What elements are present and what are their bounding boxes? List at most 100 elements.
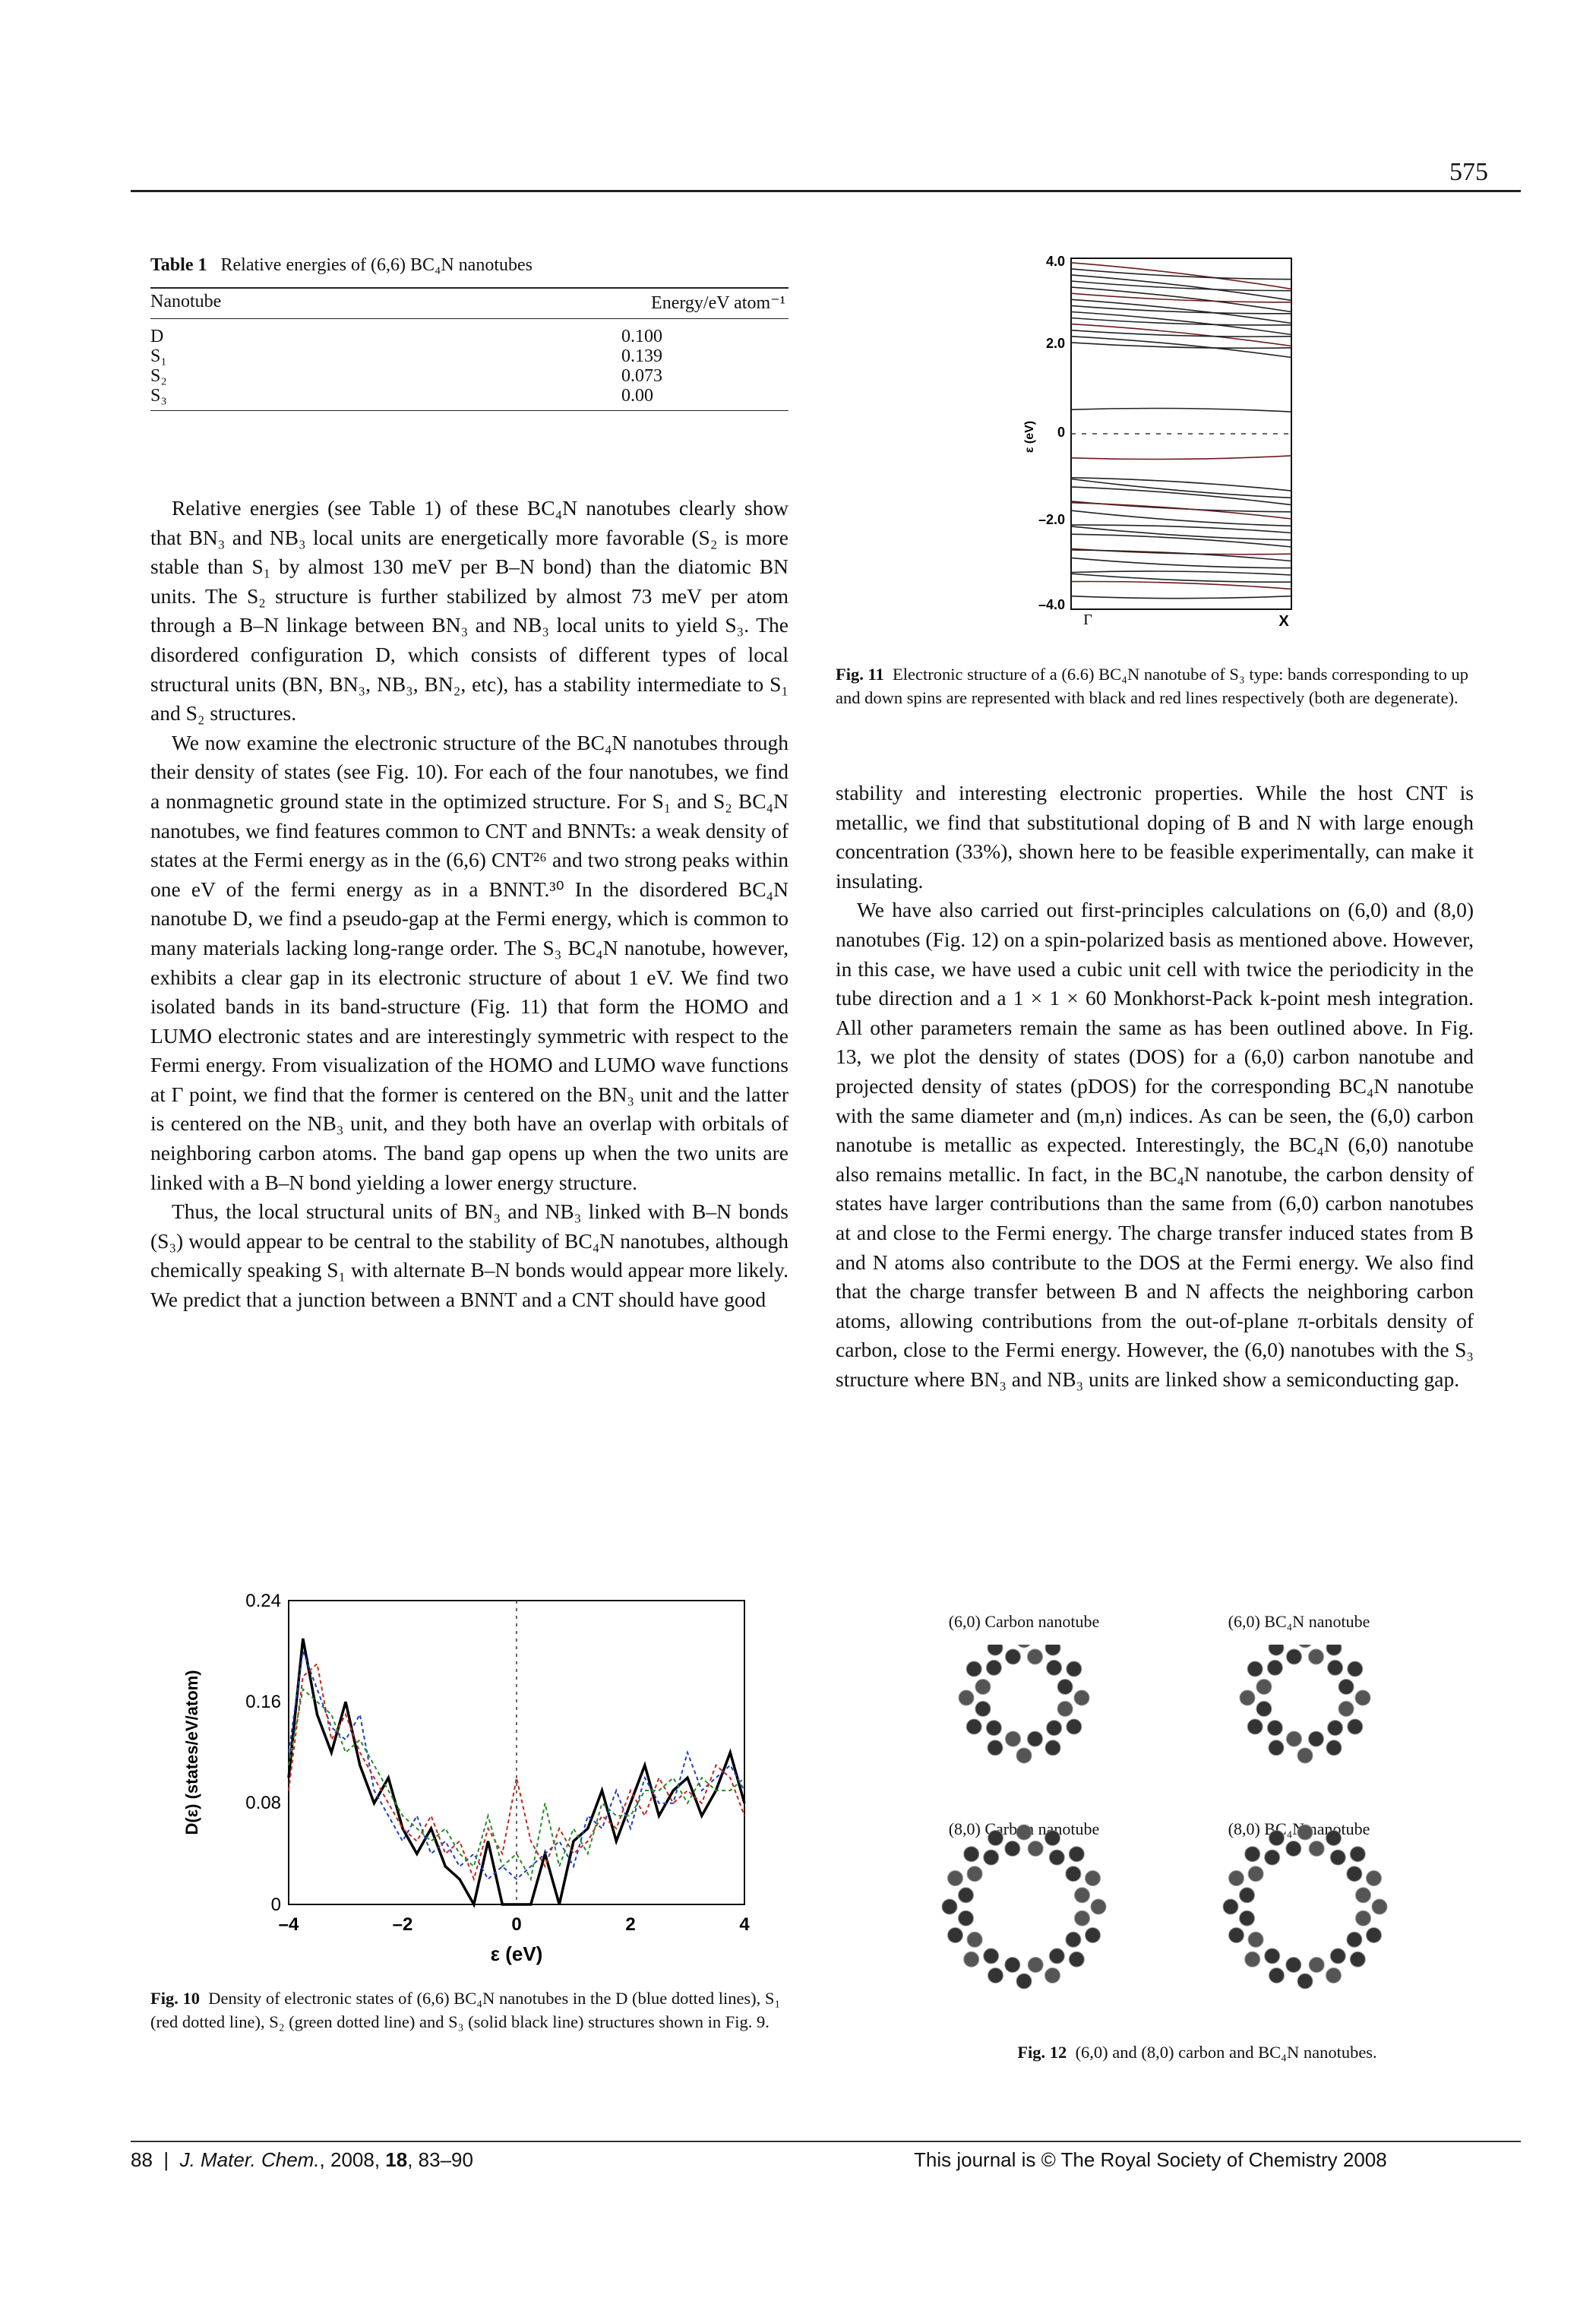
atom-sphere	[958, 1887, 974, 1904]
atom-sphere	[1256, 1679, 1272, 1695]
atom-sphere	[963, 1846, 980, 1863]
fig10-ytick: 0	[271, 1895, 281, 1915]
footer-copyright: This journal is © The Royal Society of C…	[914, 2148, 1387, 2171]
atom-sphere	[1016, 1824, 1032, 1841]
atom-sphere	[1004, 1957, 1021, 1973]
band-line	[1070, 342, 1292, 349]
atom-sphere	[1068, 1951, 1085, 1967]
atom-sphere	[983, 1948, 1000, 1964]
fig11-ylabel: ε (eV)	[1023, 421, 1036, 453]
atom-sphere	[1045, 1645, 1061, 1656]
fig10-xtick: –2	[393, 1914, 413, 1935]
atom-sphere	[1048, 1849, 1065, 1866]
table-cell: 0.139	[621, 346, 662, 366]
atom-sphere	[1016, 1973, 1032, 1990]
fig11-ytick: 0	[1057, 425, 1065, 440]
band-line	[1070, 486, 1292, 506]
fig10-caption-text: Density of electronic states of (6,6) BC…	[150, 1989, 781, 2031]
atom-sphere	[1338, 1701, 1354, 1717]
atom-sphere	[1371, 1898, 1388, 1915]
fig11-xtick: Γ	[1083, 612, 1092, 628]
atom-sphere	[966, 1718, 982, 1735]
atom-sphere	[1326, 1740, 1342, 1756]
paragraph: We now examine the electronic structure …	[150, 730, 789, 1194]
atom-sphere	[987, 1645, 1003, 1656]
table1: Nanotube Energy/eV atom⁻¹ D S₁ S₂ S₃ 0.1…	[150, 287, 789, 411]
table-body: D S₁ S₂ S₃ 0.100 0.139 0.073 0.00	[150, 319, 789, 410]
atom-sphere	[1247, 1718, 1263, 1735]
fig10-ytick: 0.08	[245, 1793, 281, 1813]
band-line	[1070, 305, 1292, 314]
atom-sphere	[1074, 1910, 1090, 1926]
atom-sphere	[1085, 1927, 1101, 1943]
atom-sphere	[1366, 1870, 1382, 1886]
atom-sphere	[1045, 1967, 1060, 1983]
band-line	[1070, 501, 1292, 513]
atom-sphere	[941, 1898, 958, 1915]
atom-sphere	[1308, 1957, 1325, 1973]
atom-sphere	[1329, 1948, 1346, 1964]
atom-sphere	[1269, 1967, 1285, 1983]
atom-sphere	[1247, 1866, 1264, 1882]
atom-sphere	[1065, 1931, 1082, 1948]
atom-sphere	[1256, 1701, 1272, 1717]
fig10-xtick: –4	[279, 1914, 299, 1935]
atom-sphere	[1264, 1849, 1281, 1866]
atom-sphere	[1308, 1841, 1325, 1857]
fig10-ytick: 0.24	[245, 1591, 281, 1611]
fig11-xtick: X	[1278, 613, 1289, 630]
atom-sphere	[1308, 1648, 1324, 1665]
band-line	[1070, 501, 1292, 520]
paragraph: Relative energies (see Table 1) of these…	[150, 496, 789, 725]
band-line	[1070, 268, 1292, 280]
table-cell: S₁	[150, 346, 167, 366]
table-header-row: Nanotube Energy/eV atom⁻¹	[150, 289, 789, 318]
atom-sphere	[1239, 1910, 1255, 1926]
atom-sphere	[1090, 1898, 1107, 1915]
table-bottom-rule	[150, 410, 789, 411]
atom-sphere	[1085, 1870, 1101, 1886]
fig10-xlabel: ε (eV)	[491, 1942, 543, 1965]
paragraph: stability and interesting electronic pro…	[836, 781, 1474, 893]
tube-renderings	[941, 1645, 1388, 1990]
atom-sphere	[988, 1967, 1003, 1983]
fig11-ytick: 4.0	[1046, 254, 1065, 269]
fig12-caption-text: (6,0) and (8,0) carbon and BC₄N nanotube…	[1075, 2043, 1377, 2062]
band-line	[1070, 573, 1292, 583]
band-line	[1070, 407, 1292, 412]
atom-sphere	[1326, 1830, 1342, 1846]
band-line	[1070, 299, 1292, 324]
fig11-label: Fig. 11	[836, 665, 884, 684]
atom-sphere	[975, 1679, 991, 1695]
atom-sphere	[1244, 1846, 1261, 1863]
atom-sphere	[1355, 1910, 1371, 1926]
table1-label: Table 1	[150, 255, 207, 275]
band-line	[1070, 595, 1292, 599]
band-line	[1070, 280, 1292, 292]
atom-sphere	[1027, 1841, 1044, 1857]
right-column: stability and interesting electronic pro…	[836, 779, 1474, 1394]
atom-sphere	[1366, 1927, 1382, 1943]
table-col-header: Nanotube	[150, 292, 222, 311]
atom-sphere	[988, 1830, 1003, 1846]
header-rule	[131, 190, 1521, 192]
tube-8-0-bc4n	[1222, 1824, 1388, 1990]
fig11-ytick: 2.0	[1046, 336, 1065, 351]
band-line	[1070, 455, 1292, 460]
atom-sphere	[1004, 1841, 1021, 1857]
atom-sphere	[1045, 1740, 1061, 1756]
fig10-xtick: 2	[625, 1914, 635, 1935]
left-column: Relative energies (see Table 1) of these…	[150, 494, 789, 1315]
table-cell: 0.073	[621, 366, 662, 386]
page-number: 575	[1449, 158, 1488, 186]
atom-sphere	[985, 1720, 1002, 1737]
atom-sphere	[1066, 1661, 1082, 1677]
fig12-nanotube-images	[941, 1645, 1388, 1990]
fig10-ylabel: D(ε) (states/eV/atom)	[182, 1670, 201, 1835]
atom-sphere	[1247, 1661, 1263, 1677]
atom-sphere	[983, 1849, 1000, 1866]
atom-sphere	[1327, 1659, 1344, 1676]
atom-sphere	[1066, 1718, 1082, 1735]
fig10-caption: Fig. 10 Density of electronic states of …	[150, 1986, 789, 2034]
atom-sphere	[1005, 1648, 1021, 1665]
